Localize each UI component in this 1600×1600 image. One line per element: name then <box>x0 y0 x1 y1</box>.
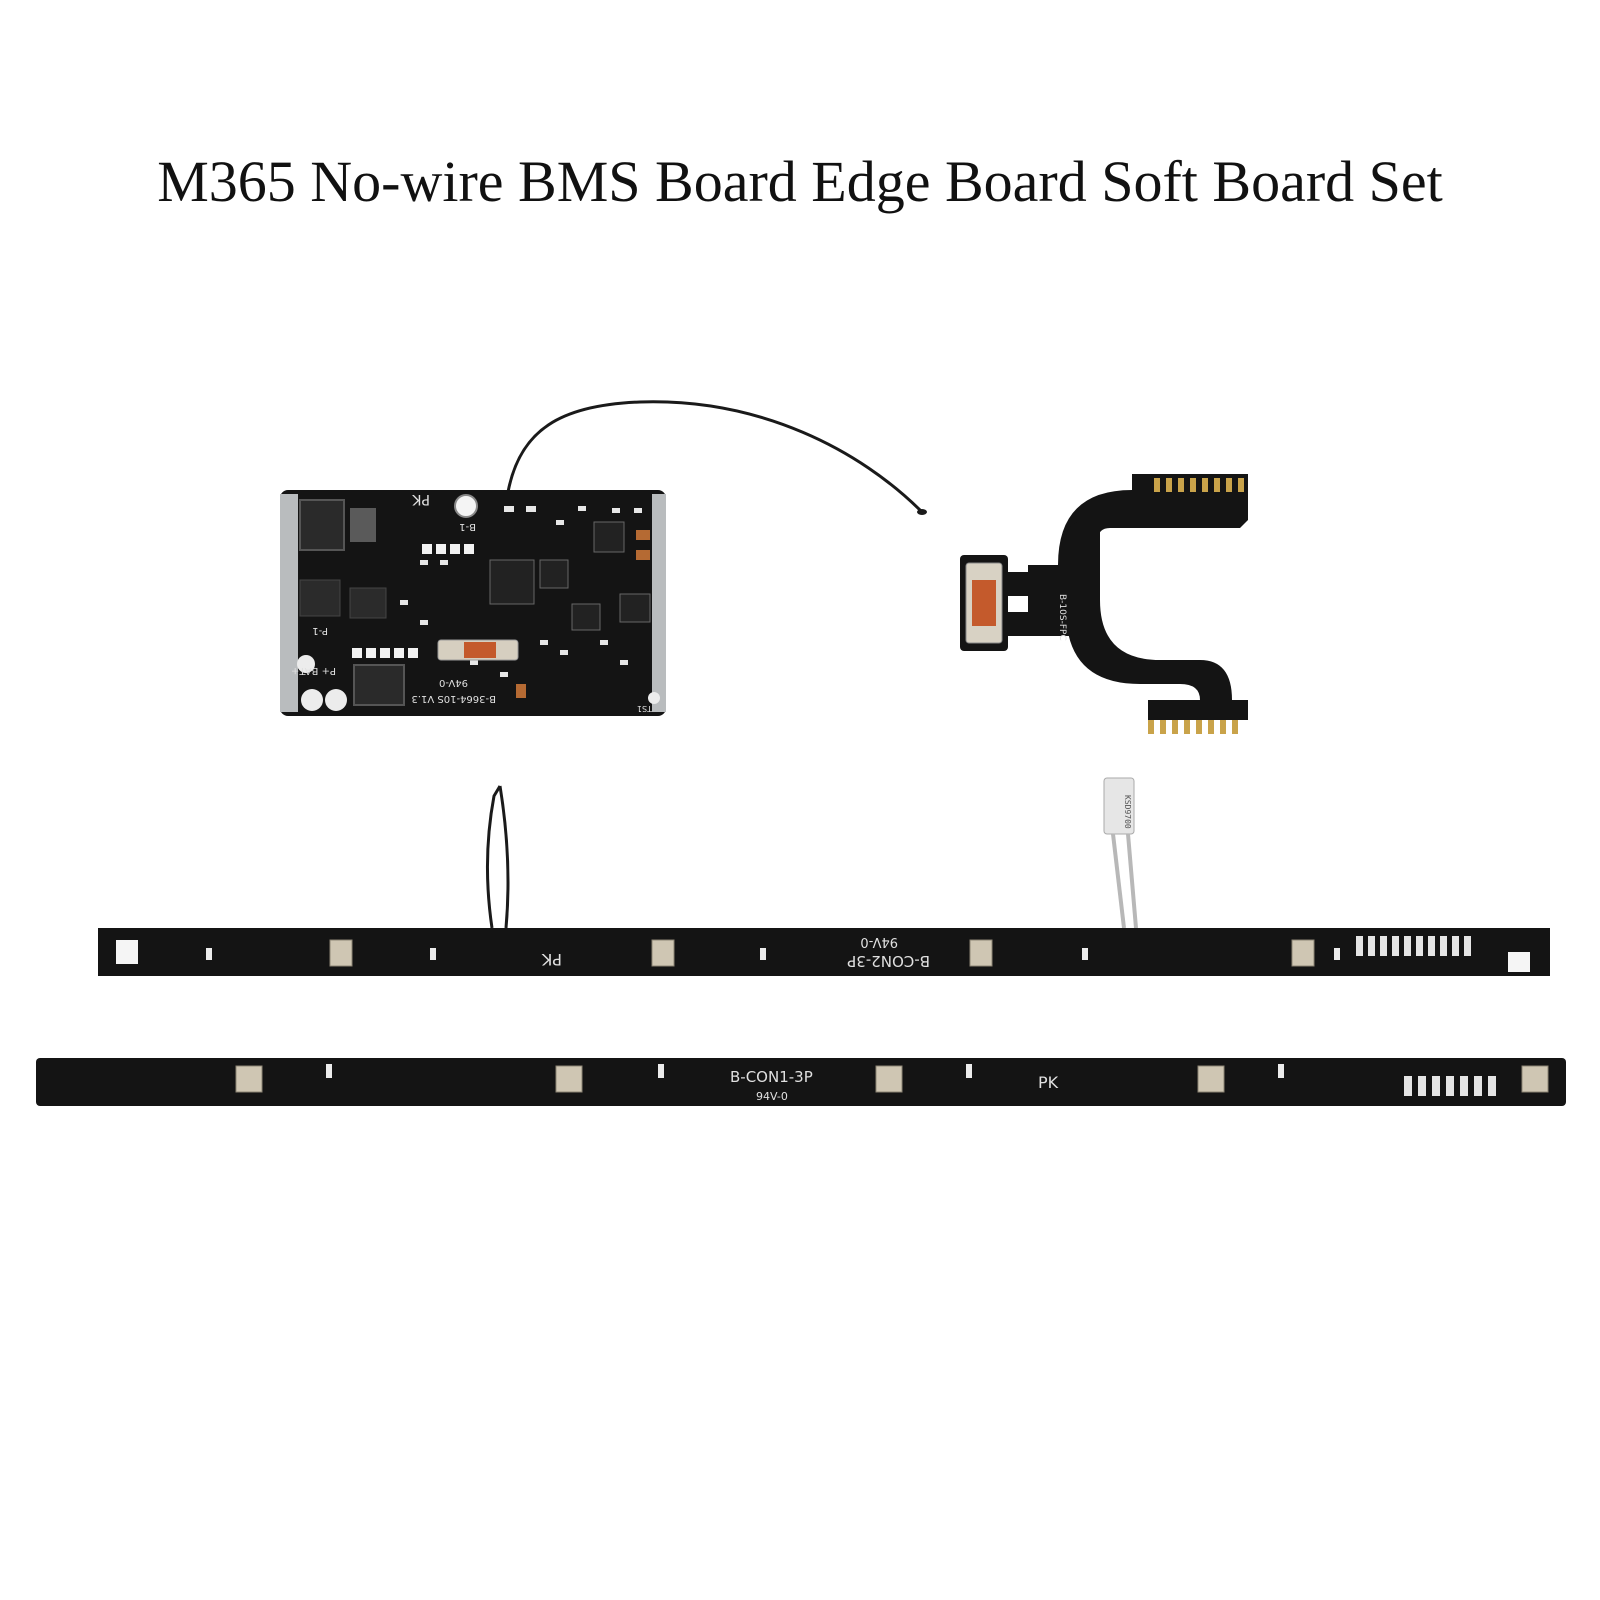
svg-text:94V-0: 94V-0 <box>860 934 898 949</box>
svg-text:B-10S-FPC: B-10S-FPC <box>1057 594 1067 641</box>
mosfet <box>353 664 405 706</box>
svg-text:PK: PK <box>1038 1073 1059 1092</box>
svg-text:B-CON1-3P: B-CON1-3P <box>730 1068 813 1086</box>
edge-board-top: PK B-CON2-3P 94V-0 <box>98 928 1550 976</box>
svg-text:P-1: P-1 <box>312 625 328 636</box>
ic-chip <box>571 603 601 631</box>
svg-text:B-1: B-1 <box>459 521 476 532</box>
svg-text:P+ BAT+: P+ BAT+ <box>291 665 336 676</box>
svg-text:94V-0: 94V-0 <box>756 1090 788 1103</box>
svg-text:PK: PK <box>541 950 562 969</box>
ic-chip <box>619 593 651 623</box>
mosfet <box>349 587 387 619</box>
flex-board: B-10S-FPC <box>960 474 1248 734</box>
edge-board-bottom: PK B-CON1-3P 94V-0 <box>36 1058 1566 1106</box>
thermal-fuse: KSD9700 <box>1103 777 1138 929</box>
svg-text:KSD9700: KSD9700 <box>1123 795 1132 829</box>
thermistor-wire <box>506 400 924 514</box>
ic-chip <box>593 521 625 553</box>
ic-chip <box>489 559 535 605</box>
svg-text:PK: PK <box>412 491 430 507</box>
svg-text:B-CON2-3P: B-CON2-3P <box>847 952 930 970</box>
mounting-hole <box>454 494 478 518</box>
product-title: M365 No-wire BMS Board Edge Board Soft B… <box>157 149 1443 214</box>
mosfet <box>299 499 345 551</box>
svg-text:94V-0: 94V-0 <box>439 677 468 688</box>
mosfet <box>299 579 341 617</box>
svg-text:TS1: TS1 <box>637 704 653 713</box>
bms-board: PK B-1 P-1 P+ BAT+ 94V-0 B-3664-10S V1.3… <box>280 400 927 716</box>
ic-chip <box>539 559 569 589</box>
svg-text:B-3664-10S V1.3: B-3664-10S V1.3 <box>411 693 496 704</box>
thermistor-probe <box>917 509 927 515</box>
thermistor-wire-2 <box>485 785 502 929</box>
